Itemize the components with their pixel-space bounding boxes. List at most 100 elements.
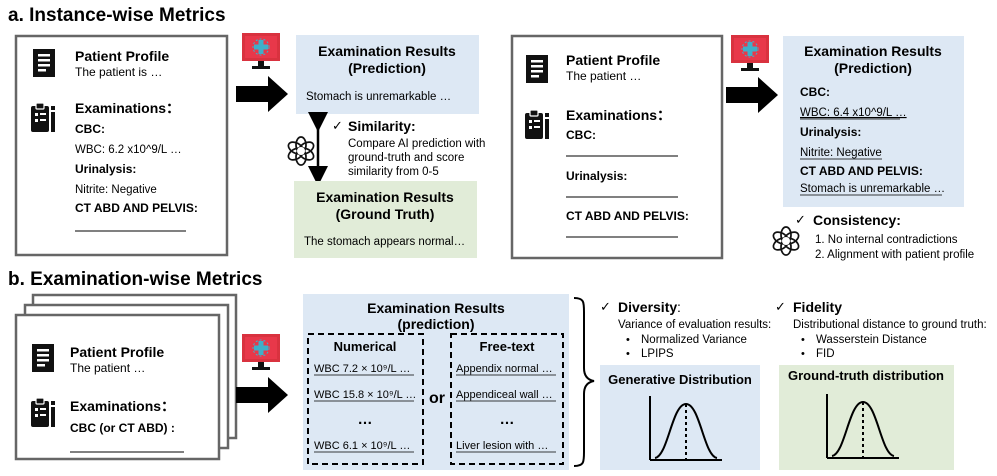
urinalysis-value: Nitrite: Negative: [800, 147, 882, 159]
arrow-right-icon: [236, 377, 288, 413]
cbc-label: CBC:: [800, 85, 830, 99]
profile-heading: Patient Profile: [70, 344, 164, 360]
patient-profile-stack: Patient Profile The patient … Examinatio…: [14, 293, 238, 461]
monitor-icon: [730, 34, 770, 72]
ground-truth-box: Examination Results (Ground Truth) The s…: [294, 181, 477, 258]
distribution-curve-icon: [649, 396, 722, 461]
exam-value: CBC (or CT ABD) :: [70, 421, 175, 435]
freetext-item: Appendiceal wall …: [456, 389, 553, 401]
diversity-bullet: LPIPS: [641, 348, 674, 360]
clipboard-icon: [524, 109, 550, 140]
openai-logo-icon: [770, 226, 802, 256]
prediction-subtitle: (Prediction): [834, 60, 912, 76]
urinalysis-label: Urinalysis:: [566, 169, 627, 183]
urinalysis-value: Nitrite: Negative: [75, 184, 157, 196]
prediction-title: Examination Results: [318, 43, 456, 59]
patient-profile-card-left: Patient Profile The patient is … Examina…: [14, 34, 229, 257]
fidelity-metric: ✓ Fidelity Distributional distance to gr…: [775, 299, 987, 470]
freetext-item: Appendix normal …: [456, 363, 553, 375]
results-subtitle: (prediction): [398, 316, 475, 332]
urinalysis-label: Urinalysis:: [800, 125, 861, 139]
fidelity-bullet: FID: [816, 348, 835, 360]
diversity-title: Diversity: [618, 299, 677, 315]
numerical-item: WBC 7.2 × 10⁹/L …: [314, 363, 410, 375]
ground-truth-distribution-panel: [779, 365, 954, 470]
openai-logo-icon: [285, 136, 317, 166]
check-icon: ✓: [775, 299, 786, 314]
exam-heading: Examinations：: [75, 100, 180, 116]
bullet: •: [801, 348, 805, 360]
prediction-box-detailed: Examination Results (Prediction) CBC: WB…: [783, 36, 964, 207]
check-icon: ✓: [332, 118, 343, 133]
numerical-title: Numerical: [334, 339, 397, 354]
section-b-title: b. Examination-wise Metrics: [8, 269, 262, 290]
numerical-item: WBC 6.1 × 10⁹/L …: [314, 440, 410, 452]
similarity-note: ✓ Similarity: Compare AI prediction with…: [332, 118, 485, 178]
numerical-ellipsis: …: [358, 411, 373, 428]
diversity-colon: :: [677, 299, 681, 315]
profile-text: The patient is …: [75, 65, 162, 79]
ground-truth-subtitle: (Ground Truth): [336, 206, 435, 222]
section-a-title: a. Instance-wise Metrics: [8, 5, 226, 26]
bullet: •: [626, 348, 630, 360]
distribution-curve-icon: [826, 394, 899, 459]
ct-label: CT ABD AND PELVIS:: [75, 201, 198, 215]
consistency-line: 1. No internal contradictions: [815, 234, 958, 246]
monitor-icon: [241, 333, 281, 371]
monitor-icon: [241, 32, 281, 70]
ct-label: CT ABD AND PELVIS:: [800, 164, 923, 178]
similarity-line: ground-truth and score: [348, 152, 464, 164]
fidelity-bullet: Wasserstein Distance: [816, 334, 927, 346]
fidelity-subtitle: Distributional distance to ground truth:: [793, 319, 987, 331]
clipboard-icon: [30, 397, 56, 428]
diversity-bullet: Normalized Variance: [641, 334, 747, 346]
grouping-brace: [573, 297, 595, 467]
diversity-subtitle: Variance of evaluation results:: [618, 319, 771, 331]
cbc-value: WBC: 6.2 x10^9/L …: [75, 144, 182, 156]
document-icon: [526, 55, 548, 83]
cbc-label: CBC:: [566, 128, 596, 142]
freetext-ellipsis: …: [500, 411, 515, 428]
freetext-title: Free-text: [480, 339, 536, 354]
profile-heading: Patient Profile: [75, 48, 169, 64]
consistency-line: 2. Alignment with patient profile: [815, 249, 974, 261]
similarity-line: similarity from 0-5: [348, 166, 439, 178]
freetext-group: [450, 333, 564, 465]
cbc-value: WBC: 6.4 x10^9/L …: [800, 107, 907, 119]
exam-heading: Examinations：: [566, 107, 671, 123]
ct-value: Stomach is unremarkable …: [800, 183, 945, 195]
profile-text: The patient …: [70, 361, 145, 375]
similarity-title: Similarity:: [348, 118, 416, 134]
prediction-subtitle: (Prediction): [348, 60, 426, 76]
profile-heading: Patient Profile: [566, 52, 660, 68]
bullet: •: [626, 334, 630, 346]
ct-label: CT ABD AND PELVIS:: [566, 209, 689, 223]
freetext-item: Liver lesion with …: [456, 440, 548, 452]
or-label: or: [429, 390, 445, 407]
exam-heading: Examinations：: [70, 398, 175, 414]
consistency-title: Consistency:: [813, 212, 901, 228]
cbc-label: CBC:: [75, 122, 105, 136]
results-title: Examination Results: [367, 300, 505, 316]
generative-distribution-panel: [600, 365, 760, 470]
document-icon: [32, 344, 54, 372]
ground-truth-distribution-title: Ground-truth distribution: [788, 368, 944, 383]
similarity-line: Compare AI prediction with: [348, 138, 485, 150]
numerical-group: [307, 333, 424, 465]
bullet: •: [801, 334, 805, 346]
arrow-right-icon: [236, 76, 288, 112]
diversity-metric: ✓ Diversity : Variance of evaluation res…: [600, 299, 771, 470]
consistency-note: ✓ Consistency: 1. No internal contradict…: [770, 212, 974, 261]
generative-distribution-title: Generative Distribution: [608, 372, 752, 387]
numerical-item: WBC 15.8 × 10⁹/L …: [314, 389, 416, 401]
ground-truth-title: Examination Results: [316, 189, 454, 205]
clipboard-icon: [30, 102, 56, 133]
ground-truth-text: The stomach appears normal…: [304, 236, 465, 248]
urinalysis-label: Urinalysis:: [75, 162, 136, 176]
check-icon: ✓: [795, 212, 806, 227]
check-icon: ✓: [600, 299, 611, 314]
document-icon: [33, 49, 55, 77]
patient-profile-card-right: Patient Profile The patient … Examinatio…: [510, 34, 724, 260]
profile-text: The patient …: [566, 69, 641, 83]
